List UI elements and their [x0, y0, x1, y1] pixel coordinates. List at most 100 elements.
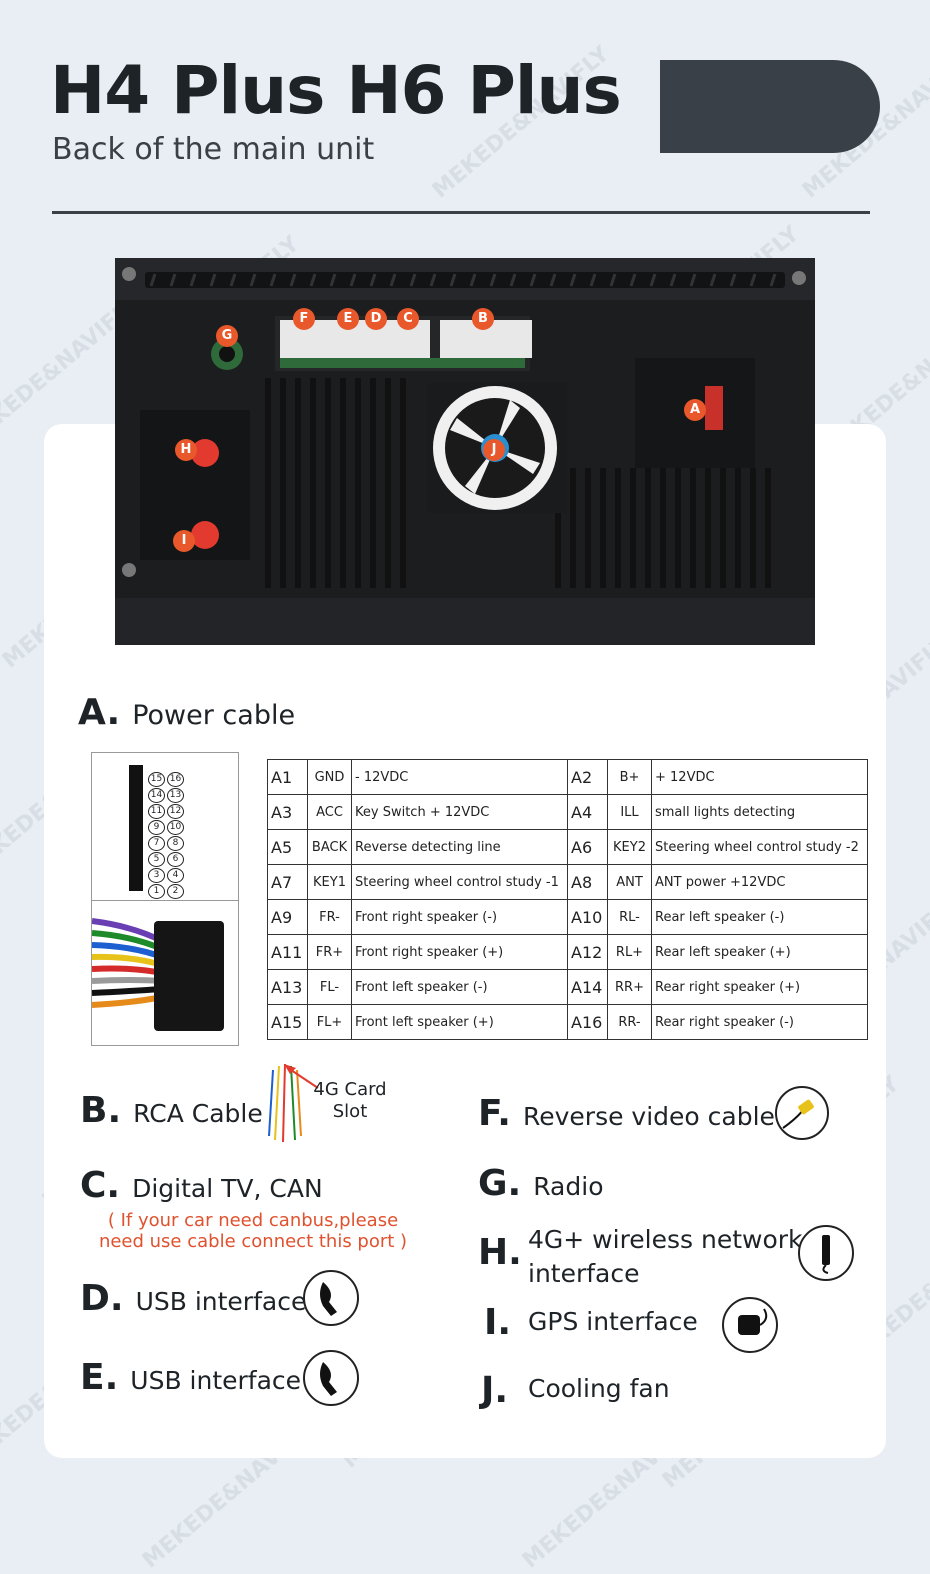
pin-abbr-cell: KEY2	[607, 829, 652, 865]
section-h-letter: H.	[478, 1232, 522, 1273]
pin-desc-cell: - 12VDC	[351, 759, 568, 795]
marker-d: D	[365, 308, 387, 330]
section-j-title: Cooling fan	[528, 1374, 670, 1403]
connector-pin-number: 15	[148, 772, 165, 787]
section-g-heading: G. Radio	[478, 1163, 604, 1204]
pin-desc-cell: + 12VDC	[651, 759, 868, 795]
connector-pin-number: 7	[148, 836, 165, 851]
connector-pin-number: 16	[167, 772, 184, 787]
power-harness-image	[91, 900, 239, 1046]
gps-antenna-icon	[722, 1297, 778, 1353]
section-b-heading: B. RCA Cable	[80, 1090, 263, 1131]
section-h-title: 4G+ wireless network interface	[528, 1225, 803, 1288]
pin-desc-cell: ANT power +12VDC	[651, 864, 868, 900]
section-c-title: Digital TV, CAN	[132, 1174, 323, 1203]
pin-id-cell: A4	[567, 794, 608, 830]
pin-abbr-cell: FR-	[307, 899, 352, 935]
marker-i: I	[173, 530, 195, 552]
marker-h: H	[175, 439, 197, 461]
pin-id-cell: A7	[267, 864, 308, 900]
pin-desc-cell: Front left speaker (-)	[351, 969, 568, 1005]
pin-id-cell: A13	[267, 969, 308, 1005]
pin-id-cell: A2	[567, 759, 608, 795]
pin-id-cell: A14	[567, 969, 608, 1005]
rca-video-cable-icon	[775, 1086, 829, 1140]
pin-desc-cell: Reverse detecting line	[351, 829, 568, 865]
pin-id-cell: A12	[567, 934, 608, 970]
pin-abbr-cell: ACC	[307, 794, 352, 830]
pin-desc-cell: Front right speaker (+)	[351, 934, 568, 970]
connector-pin-number: 2	[167, 884, 184, 899]
connector-pin-number: 12	[167, 804, 184, 819]
connector-pin-number: 13	[167, 788, 184, 803]
marker-e: E	[337, 308, 359, 330]
usb-cable-icon	[303, 1350, 359, 1406]
pin-id-cell: A1	[267, 759, 308, 795]
section-d-title: USB interface	[135, 1287, 307, 1316]
pin-desc-cell: Rear right speaker (-)	[651, 1004, 868, 1040]
connector-pin-number: 6	[167, 852, 184, 867]
section-a-heading: A. Power cable	[78, 692, 295, 733]
pin-desc-cell: small lights detecting	[651, 794, 868, 830]
marker-j: J	[483, 439, 505, 461]
connector-pin-number: 1	[148, 884, 165, 899]
section-i-title: GPS interface	[528, 1307, 698, 1336]
section-b-letter: B.	[80, 1090, 122, 1131]
pin-id-cell: A8	[567, 864, 608, 900]
section-f-heading: F. Reverse video cable	[478, 1093, 775, 1134]
section-e-letter: E.	[80, 1357, 119, 1398]
section-c-heading: C. Digital TV, CAN	[80, 1165, 323, 1206]
pin-desc-cell: Steering wheel control study -2	[651, 829, 868, 865]
pin-abbr-cell: RR+	[607, 969, 652, 1005]
pin-id-cell: A10	[567, 899, 608, 935]
pin-abbr-cell: ANT	[607, 864, 652, 900]
pin-abbr-cell: ILL	[607, 794, 652, 830]
marker-f: F	[293, 308, 315, 330]
pin-abbr-cell: BACK	[307, 829, 352, 865]
section-c-letter: C.	[80, 1165, 121, 1206]
pin-desc-cell: Front left speaker (+)	[351, 1004, 568, 1040]
section-a-title: Power cable	[132, 700, 296, 731]
section-a-letter: A.	[78, 692, 121, 733]
pin-desc-cell: Steering wheel control study -1	[351, 864, 568, 900]
section-e-heading: E. USB interface	[80, 1357, 301, 1398]
rca-cable-icon	[268, 1063, 302, 1143]
pin-abbr-cell: KEY1	[307, 864, 352, 900]
marker-b: B	[472, 308, 494, 330]
connector-pin-number: 14	[148, 788, 165, 803]
pin-id-cell: A9	[267, 899, 308, 935]
section-g-letter: G.	[478, 1163, 522, 1204]
pin-id-cell: A15	[267, 1004, 308, 1040]
pin-abbr-cell: FR+	[307, 934, 352, 970]
usb-cable-icon	[303, 1270, 359, 1326]
header-divider	[52, 211, 870, 214]
pin-desc-cell: Rear left speaker (+)	[651, 934, 868, 970]
section-d-letter: D.	[80, 1278, 124, 1319]
page-title: H4 Plus H6 Plus	[50, 52, 622, 129]
pin-abbr-cell: GND	[307, 759, 352, 795]
pin-id-cell: A5	[267, 829, 308, 865]
pin-abbr-cell: RL-	[607, 899, 652, 935]
connector-pin-number: 5	[148, 852, 165, 867]
pin-abbr-cell: RL+	[607, 934, 652, 970]
connector-pin-number: 3	[148, 868, 165, 883]
section-d-heading: D. USB interface	[80, 1278, 306, 1319]
pin-id-cell: A16	[567, 1004, 608, 1040]
connector-pin-number: 11	[148, 804, 165, 819]
pin-id-cell: A11	[267, 934, 308, 970]
marker-a: A	[684, 399, 706, 421]
